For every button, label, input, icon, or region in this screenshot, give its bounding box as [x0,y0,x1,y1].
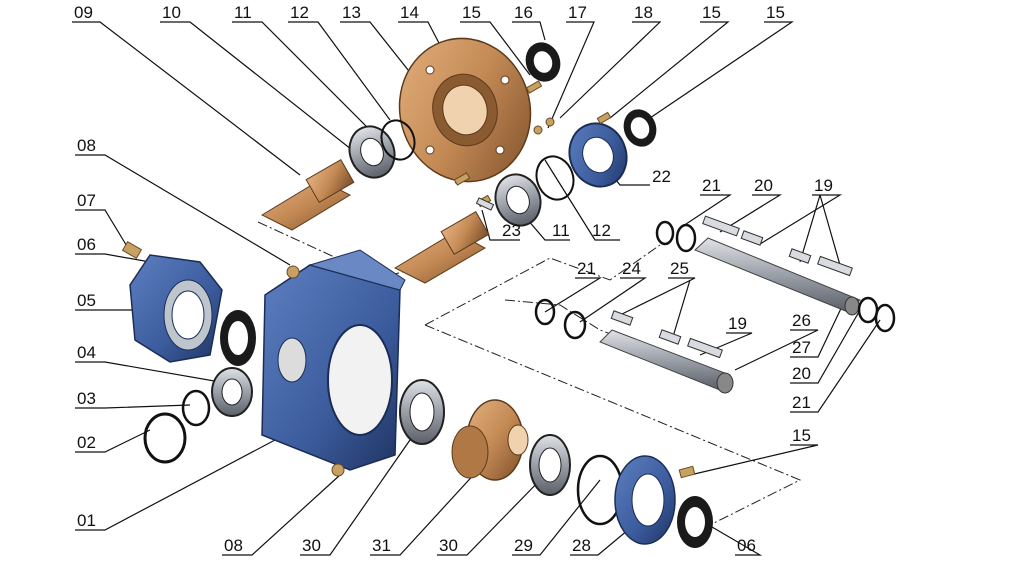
part-label-19: 19 [728,314,747,333]
circlip-12-lower [535,155,575,201]
cover-28 [614,455,676,545]
part-label-05: 05 [77,291,96,310]
part-label-31: 31 [372,536,391,555]
part-label-20: 20 [792,364,811,383]
wormwheel-31 [451,399,529,481]
housing-01 [261,249,406,471]
screws [453,80,612,208]
bearing-11-lower [494,173,542,227]
part-label-04: 04 [77,343,96,362]
part-label-12: 12 [592,221,611,240]
part-label-09: 09 [74,3,93,22]
flange-14 [398,37,532,183]
part-label-28: 28 [572,536,591,555]
seal-15-upper [623,109,657,147]
worm-shaft-09 [260,159,355,231]
part-label-21: 21 [792,393,811,412]
part-label-15: 15 [766,3,785,22]
part-label-13: 13 [342,3,361,22]
part-label-25: 25 [670,259,689,278]
part-label-30: 30 [302,536,321,555]
circlips-21-20 [534,220,896,340]
part-label-15: 15 [462,3,481,22]
part-label-24: 24 [622,259,641,278]
part-label-08: 08 [224,536,243,555]
keys [610,215,853,359]
part-label-23: 23 [502,221,521,240]
cover-22 [568,122,628,188]
screw-15-lower [678,465,696,479]
circlip-03 [181,389,211,427]
part-label-12: 12 [290,3,309,22]
part-label-20: 20 [754,176,773,195]
key-23 [475,197,495,211]
part-label-07: 07 [77,191,96,210]
bearing-30-right [529,434,571,496]
bearing-04 [211,367,253,417]
part-label-02: 02 [77,433,96,452]
part-label-17: 17 [568,3,587,22]
part-label-06: 06 [737,536,756,555]
plug-07 [121,240,143,260]
worm-shaft-10 [393,211,490,284]
part-label-21: 21 [702,176,721,195]
part-label-01: 01 [77,511,96,530]
part-label-15: 15 [792,426,811,445]
seal-06-left [220,310,256,366]
part-label-10: 10 [162,3,181,22]
bearing-11-upper [348,125,396,179]
part-label-14: 14 [400,3,419,22]
part-label-06: 06 [77,235,96,254]
part-label-30: 30 [439,536,458,555]
part-label-26: 26 [792,311,811,330]
part-label-29: 29 [514,536,533,555]
shaft-27 [694,237,861,316]
part-label-16: 16 [514,3,533,22]
part-label-11: 11 [234,3,252,22]
part-label-19: 19 [814,176,833,195]
part-label-11: 11 [552,221,570,240]
circlip-12-upper [380,119,416,161]
part-label-27: 27 [792,338,811,357]
plug-08-bottom [331,463,345,477]
cover-05 [129,254,223,363]
bearing-30-left [399,379,445,445]
part-label-21: 21 [577,259,596,278]
part-label-03: 03 [77,389,96,408]
part-label-08: 08 [77,136,96,155]
shaft-26 [599,329,734,394]
seal-06-right [677,496,713,548]
plug-08-top [286,265,300,279]
part-label-18: 18 [634,3,653,22]
seal-16 [525,42,561,82]
oring-02 [143,412,187,464]
part-label-22: 22 [652,167,671,186]
part-label-15: 15 [702,3,721,22]
